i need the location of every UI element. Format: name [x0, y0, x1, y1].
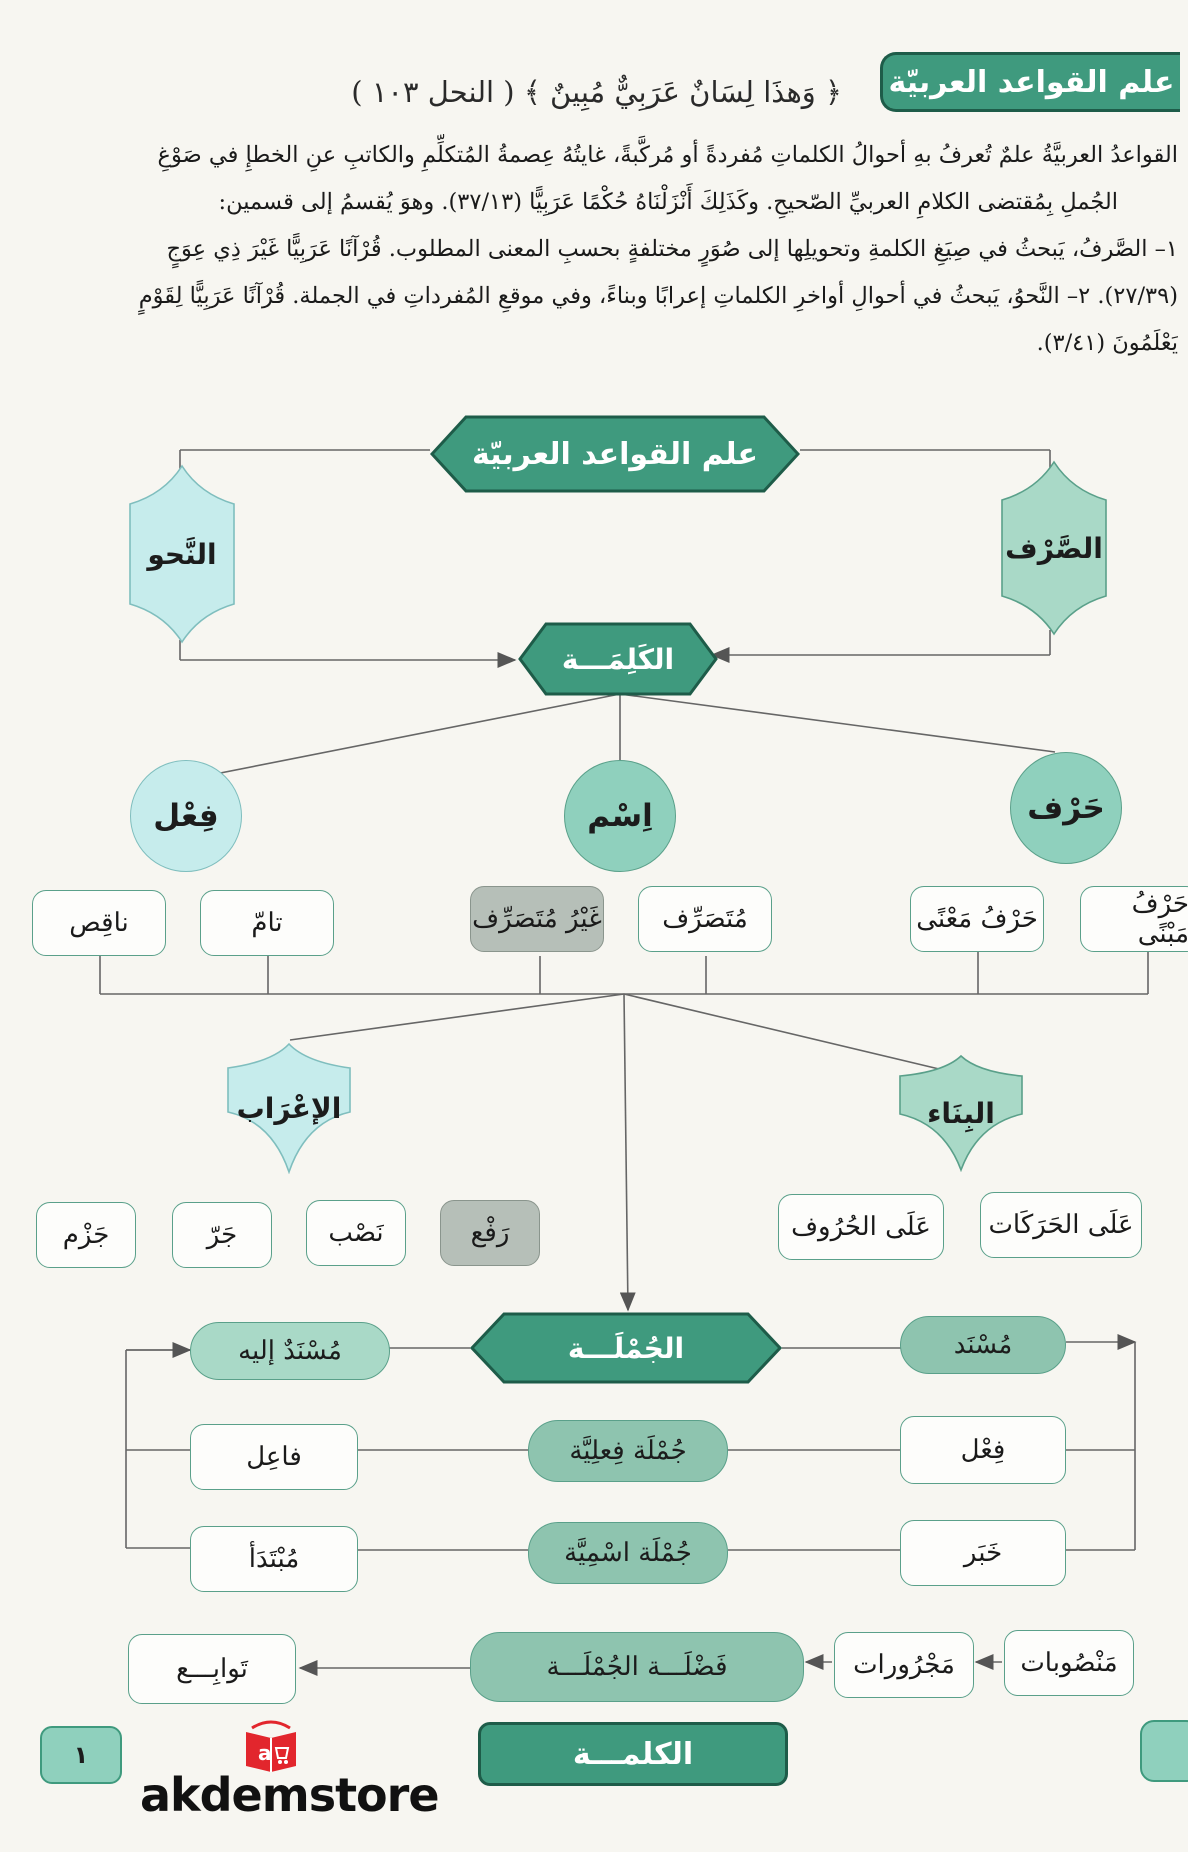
fiil2-label: فِعْل: [960, 1435, 1006, 1465]
irab-node: الإعْرَاب: [226, 1042, 352, 1174]
tamm-box: تامّ: [200, 890, 334, 956]
chapter-title: علم القواعد العربيّة: [888, 64, 1175, 100]
ghayr-mutasarrif-box: غَيْرُ مُتَصَرِّف: [470, 886, 604, 952]
harf-label: حَرْف: [1027, 790, 1105, 826]
page-number-label: ١: [73, 1741, 89, 1769]
nasb-label: نَصْب: [328, 1218, 384, 1248]
store-logo-text: akdemstore: [140, 1768, 440, 1822]
majrurat-label: مَجْرُورات: [853, 1650, 955, 1680]
page-number: ١: [40, 1726, 122, 1784]
ala-huruf-label: عَلَى الحُرُوف: [791, 1212, 931, 1242]
mutasarrif-label: مُتَصَرِّف: [662, 904, 748, 934]
raf-label: رَفْع: [470, 1218, 510, 1248]
naqis-label: ناقِص: [69, 908, 129, 938]
mutasarrif-box: مُتَصَرِّف: [638, 886, 772, 952]
book-cart-icon: a: [246, 1720, 296, 1772]
fiil-label: فِعْل: [153, 798, 219, 834]
jumla-label: الجُمْلَـــة: [567, 1331, 685, 1365]
musnad-pill: مُسْنَد: [900, 1316, 1066, 1374]
binaa-node: البِنَاء: [898, 1054, 1024, 1172]
musnad-label: مُسْنَد: [953, 1330, 1013, 1360]
jumla-ismiya-label: جُمْلَة اسْمِيَّة: [564, 1538, 692, 1568]
root-label: علم القواعد العربيّة: [471, 436, 759, 472]
majrurat-box: مَجْرُورات: [834, 1632, 974, 1698]
nahw-node: النَّحو: [128, 464, 236, 644]
intro-line: الجُملِ بِمُقتضى الكلامِ العربيِّ الصّحي…: [218, 189, 1119, 215]
chapter-title-tab: علم القواعد العربيّة: [880, 52, 1180, 112]
ala-harakat-label: عَلَى الحَرَكَات: [988, 1210, 1134, 1240]
edge-tab: [1140, 1720, 1188, 1782]
nasb-box: نَصْب: [306, 1200, 406, 1266]
tamm-label: تامّ: [251, 908, 283, 938]
nahw-label: النَّحو: [147, 537, 217, 571]
harf-mabna-label: حَرْفُ مَبْنًى: [1131, 889, 1188, 949]
khabar-label: خَبَر: [963, 1538, 1003, 1568]
intro-line: القواعدُ العربيَّةُ علمٌ تُعرفُ بهِ أحوا…: [157, 142, 1178, 168]
irab-label: الإعْرَاب: [236, 1091, 342, 1125]
mubtada-box: مُبْتَدَأ: [190, 1526, 358, 1592]
ism-node: اِسْم: [564, 760, 676, 872]
fadla-pill: فَضْلَـــة الجُمْلَـــة: [470, 1632, 804, 1702]
jarr-label: جَرّ: [206, 1220, 238, 1250]
mansubat-label: مَنْصُوبات: [1020, 1648, 1118, 1678]
fiil-node: فِعْل: [130, 760, 242, 872]
logo-wordmark: akdemstore: [140, 1768, 440, 1822]
naqis-box: ناقِص: [32, 890, 166, 956]
harf-node: حَرْف: [1010, 752, 1122, 864]
footer-section-tab: الكلمـــة: [478, 1722, 788, 1786]
intro-line: يَعْلَمُونَ (٣/٤١).: [1036, 330, 1178, 356]
quran-verse: ﴿ وَهذَا لِسَانٌ عَرَبِيٌّ مُبِينٌ ﴾ ( ا…: [351, 75, 842, 109]
root-node: علم القواعد العربيّة: [430, 415, 800, 493]
harf-mabna-box: حَرْفُ مَبْنًى: [1080, 886, 1188, 952]
musnad-ilayh-pill: مُسْنَدٌ إليه: [190, 1322, 390, 1380]
fiil2-box: فِعْل: [900, 1416, 1066, 1484]
binaa-label: البِنَاء: [927, 1096, 995, 1130]
svg-text:a: a: [258, 1741, 272, 1765]
jarr-box: جَرّ: [172, 1202, 272, 1268]
jazm-box: جَزْم: [36, 1202, 136, 1268]
harf-maana-label: حَرْفُ مَعْنًى: [916, 904, 1038, 934]
jazm-label: جَزْم: [62, 1220, 110, 1250]
store-logo: a akdemstore: [140, 1718, 440, 1828]
fadla-label: فَضْلَـــة الجُمْلَـــة: [546, 1652, 728, 1682]
ala-harakat-box: عَلَى الحَرَكَات: [980, 1192, 1142, 1258]
jumla-fiiliya-pill: جُمْلَة فِعلِيَّة: [528, 1420, 728, 1482]
khabar-box: خَبَر: [900, 1520, 1066, 1586]
fail-box: فاعِل: [190, 1424, 358, 1490]
jumla-fiiliya-label: جُمْلَة فِعلِيَّة: [569, 1436, 687, 1466]
tawabi-box: تَوابِـــع: [128, 1634, 296, 1704]
intro-line: (٢٧/٣٩). ٢– النَّحوُ، يَبحثُ في أحوالِ أ…: [138, 283, 1178, 309]
mubtada-label: مُبْتَدَأ: [248, 1544, 300, 1574]
musnad-ilayh-label: مُسْنَدٌ إليه: [238, 1336, 342, 1366]
jumla-ismiya-pill: جُمْلَة اسْمِيَّة: [528, 1522, 728, 1584]
intro-paragraph: القواعدُ العربيَّةُ علمٌ تُعرفُ بهِ أحوا…: [18, 132, 1178, 367]
kalima-label: الكَلِمَـــة: [561, 642, 675, 676]
tawabi-label: تَوابِـــع: [176, 1654, 248, 1684]
sarf-label: الصَّرْف: [1005, 531, 1103, 565]
ism-label: اِسْم: [587, 798, 653, 834]
mansubat-box: مَنْصُوبات: [1004, 1630, 1134, 1696]
ghayr-mutasarrif-label: غَيْرُ مُتَصَرِّف: [472, 904, 602, 934]
sarf-node: الصَّرْف: [1000, 460, 1108, 636]
ala-huruf-box: عَلَى الحُرُوف: [778, 1194, 944, 1260]
jumla-node: الجُمْلَـــة: [470, 1312, 782, 1384]
intro-line: ١– الصَّرفُ، يَبحثُ في صِيَغِ الكلمةِ وت…: [166, 236, 1178, 262]
fail-label: فاعِل: [246, 1442, 302, 1472]
footer-section-label: الكلمـــة: [572, 1736, 694, 1772]
harf-maana-box: حَرْفُ مَعْنًى: [910, 886, 1044, 952]
kalima-node: الكَلِمَـــة: [518, 622, 718, 696]
raf-box: رَفْع: [440, 1200, 540, 1266]
